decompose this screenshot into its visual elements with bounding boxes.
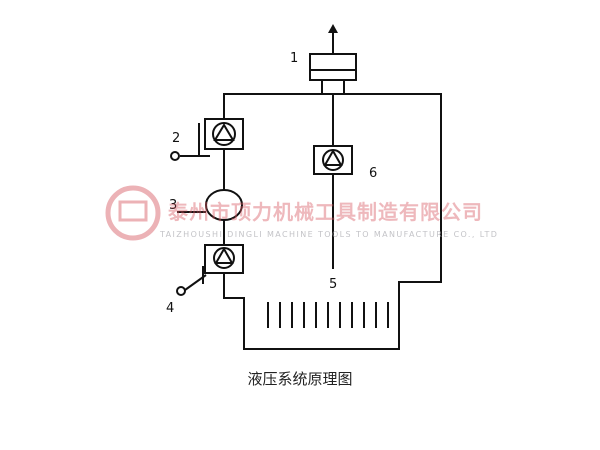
label-6: 6: [369, 166, 377, 181]
label-3: 3: [169, 198, 177, 213]
reservoir-fluid-lines: [267, 302, 389, 328]
hydraulic-cylinder: [309, 53, 357, 95]
relief-valve-3: [205, 189, 243, 221]
diagram-caption: 液压系统原理图: [247, 370, 353, 388]
hand-pump-2: [204, 118, 244, 150]
arrow-up-icon: [328, 24, 338, 33]
label-4: 4: [166, 301, 174, 316]
watermark-logo-icon: [105, 185, 161, 241]
label-2: 2: [172, 131, 180, 146]
label-1: 1: [290, 51, 298, 66]
label-5: 5: [329, 277, 337, 292]
watermark-company-name-en: TAIZHOUSHI DINGLI MACHINE TOOLS TO MANUF…: [160, 230, 499, 239]
pump-handle-4: [176, 266, 207, 296]
pump-handle-2: [170, 123, 210, 161]
watermark-company-name: 泰州市顶力机械工具制造有限公司: [168, 200, 483, 224]
check-valve-6: [313, 145, 353, 175]
pressure-line-top: [223, 93, 442, 350]
hand-pump-4: [204, 244, 244, 274]
